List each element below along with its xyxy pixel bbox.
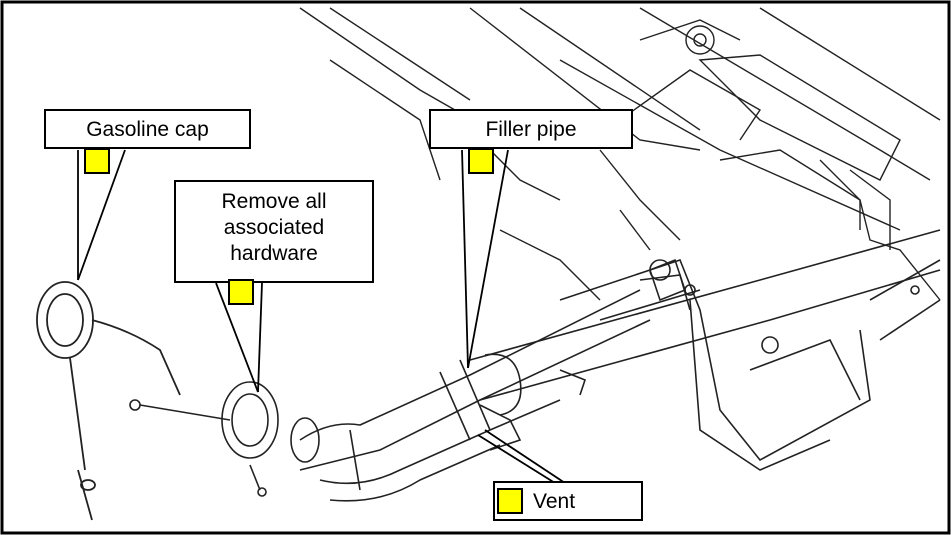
gasoline-cap-drawing xyxy=(36,281,181,521)
remove-hardware-line-3: hardware xyxy=(230,242,318,265)
filler-pipe-label: Filler pipe xyxy=(485,118,577,141)
vehicle-frame-drawing xyxy=(299,7,941,301)
remove-hardware-marker xyxy=(228,279,254,305)
vent-label: Vent xyxy=(533,490,576,513)
gasoline-cap-callout: Gasoline cap xyxy=(44,109,251,149)
hardware-ring-drawing xyxy=(129,381,320,497)
remove-hardware-line-2: associated xyxy=(223,216,325,239)
leader-lines xyxy=(77,149,566,484)
gasoline-cap-label: Gasoline cap xyxy=(86,118,209,141)
crossmember-drawing xyxy=(469,229,941,471)
remove-hardware-line-1: Remove all xyxy=(221,190,327,213)
vent-callout: Vent xyxy=(493,481,643,521)
filler-pipe-marker xyxy=(468,148,494,174)
remove-hardware-callout: Remove all associated hardware xyxy=(174,180,374,283)
filler-pipe-callout: Filler pipe xyxy=(429,109,633,149)
filler-pipe-drawing xyxy=(299,258,686,502)
vent-marker xyxy=(497,488,523,514)
gasoline-cap-marker xyxy=(84,148,110,174)
